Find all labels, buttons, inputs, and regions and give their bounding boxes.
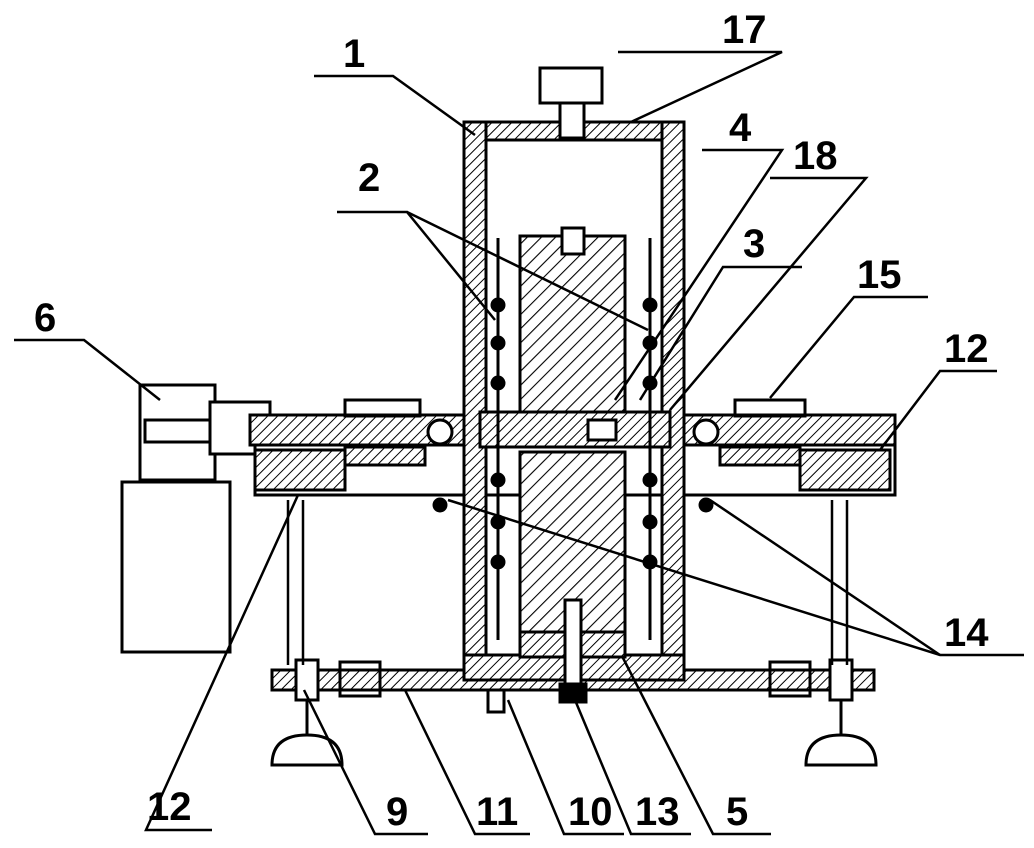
center-bolt-13 <box>486 598 588 714</box>
callout-label-1: 1 <box>343 32 366 76</box>
callout-label-15: 15 <box>857 253 902 297</box>
callout-label-12-left: 12 <box>147 785 192 829</box>
callout-label-6: 6 <box>34 296 57 340</box>
motor-6 <box>120 383 272 654</box>
handle-17 <box>538 66 604 140</box>
callout-label-17: 17 <box>722 8 767 52</box>
callout-label-3: 3 <box>743 222 766 266</box>
foot-left <box>270 658 344 767</box>
callout-label-5: 5 <box>726 790 749 834</box>
callout-label-9: 9 <box>386 790 409 834</box>
middle-plate-3 <box>478 410 672 449</box>
callout-label-12-right: 12 <box>944 327 989 371</box>
bearings-14 <box>426 418 720 513</box>
screw-rods <box>490 238 658 640</box>
callout-label-10: 10 <box>568 790 613 834</box>
callout-label-13: 13 <box>635 790 680 834</box>
upper-block-4 <box>518 226 627 416</box>
callout-label-2: 2 <box>358 156 381 200</box>
callout-label-11: 11 <box>476 790 519 834</box>
callout-label-4: 4 <box>729 106 752 150</box>
callout-label-14: 14 <box>944 611 989 655</box>
callout-label-18: 18 <box>793 134 838 178</box>
leader-lines <box>14 50 1024 836</box>
foot-right <box>804 658 878 767</box>
